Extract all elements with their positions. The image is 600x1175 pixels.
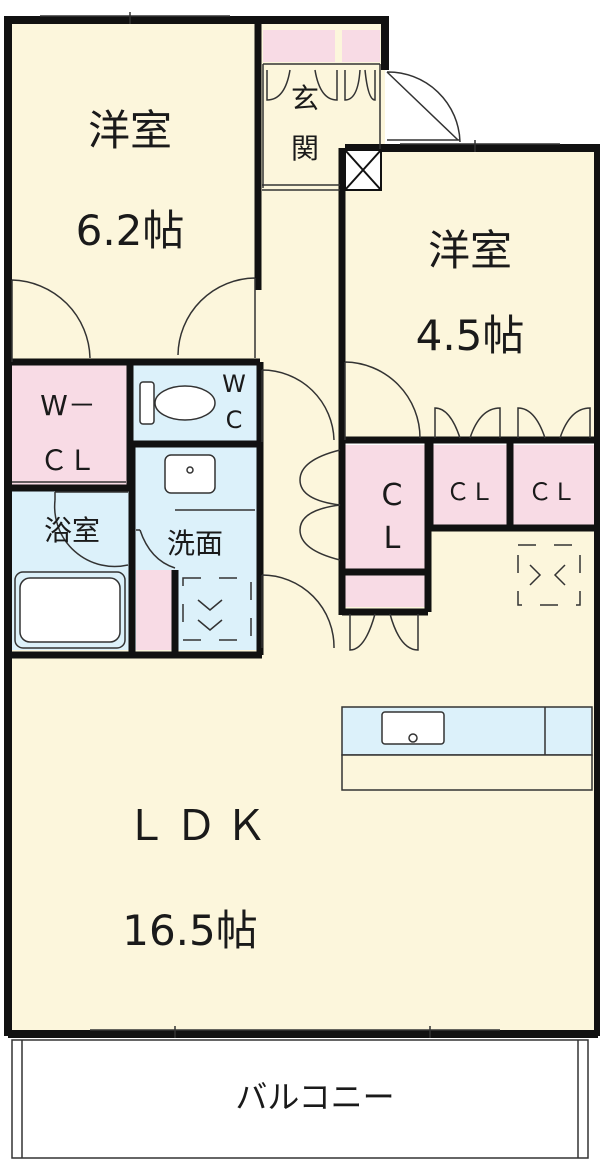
outer-wall-right [345,144,600,1036]
door-w1-left [11,279,91,362]
door-under [349,613,419,651]
closet-tall [345,445,427,570]
room-cl-b: ＣＬ [528,478,576,506]
washbasin-icon [164,454,216,494]
closet-under [345,575,425,607]
room-entrance-bottom: 関 [291,132,319,165]
refrigerator-space-icon [517,544,581,606]
door-corridor-fold [299,449,341,561]
closet-small-bath [136,570,172,650]
door-wc [261,369,335,442]
room-wcl-line1: W－ [40,389,96,422]
room-ldk-name: ＬＤＫ [125,801,275,850]
room-cl-a: ＣＬ [446,478,494,506]
room-entrance-top: 玄 [291,82,319,115]
door-cl-b [517,407,591,439]
door-bath [53,499,129,568]
closet-entrance-shelf1 [263,30,335,62]
closet-b [512,445,595,525]
kitchen-counter [341,706,593,756]
room-balcony-name: バルコニー [235,1078,394,1116]
balcony-area [11,1039,589,1159]
door-w2 [344,361,421,440]
door-entrance [386,71,461,143]
room-wc-c: C [226,406,243,434]
room-cl-tall-l: L [384,521,401,556]
room-bath-name: 浴室 [44,514,100,547]
room-wc-w: W [222,370,246,398]
room-cl-tall-c: C [382,478,403,513]
closet-entrance-shelf2 [342,30,380,62]
toilet-icon [139,381,216,425]
room-washroom-name: 洗面 [167,527,223,560]
washing-machine-pan-icon [182,577,252,641]
room-western1-size: 6.2帖 [76,206,185,255]
room-wcl-line2: ＣＬ [40,444,96,477]
bathtub-icon [14,571,126,649]
room-western1-name: 洋室 [88,106,172,155]
closet-wcl [10,365,128,485]
door-w1-right [177,277,256,358]
door-cl-a [434,407,501,439]
closet-a [432,445,507,525]
pipe-space-icon [344,149,382,191]
door-washroom [261,574,335,649]
room-western2-name: 洋室 [428,226,512,275]
room-ldk-size: 16.5帖 [122,906,258,955]
outer-wall-left-top [4,16,389,1036]
room-western2-size: 4.5帖 [416,311,525,360]
floor-western1 [10,22,260,362]
kitchen-sink-icon [381,711,445,745]
floor-western2 [345,150,595,440]
